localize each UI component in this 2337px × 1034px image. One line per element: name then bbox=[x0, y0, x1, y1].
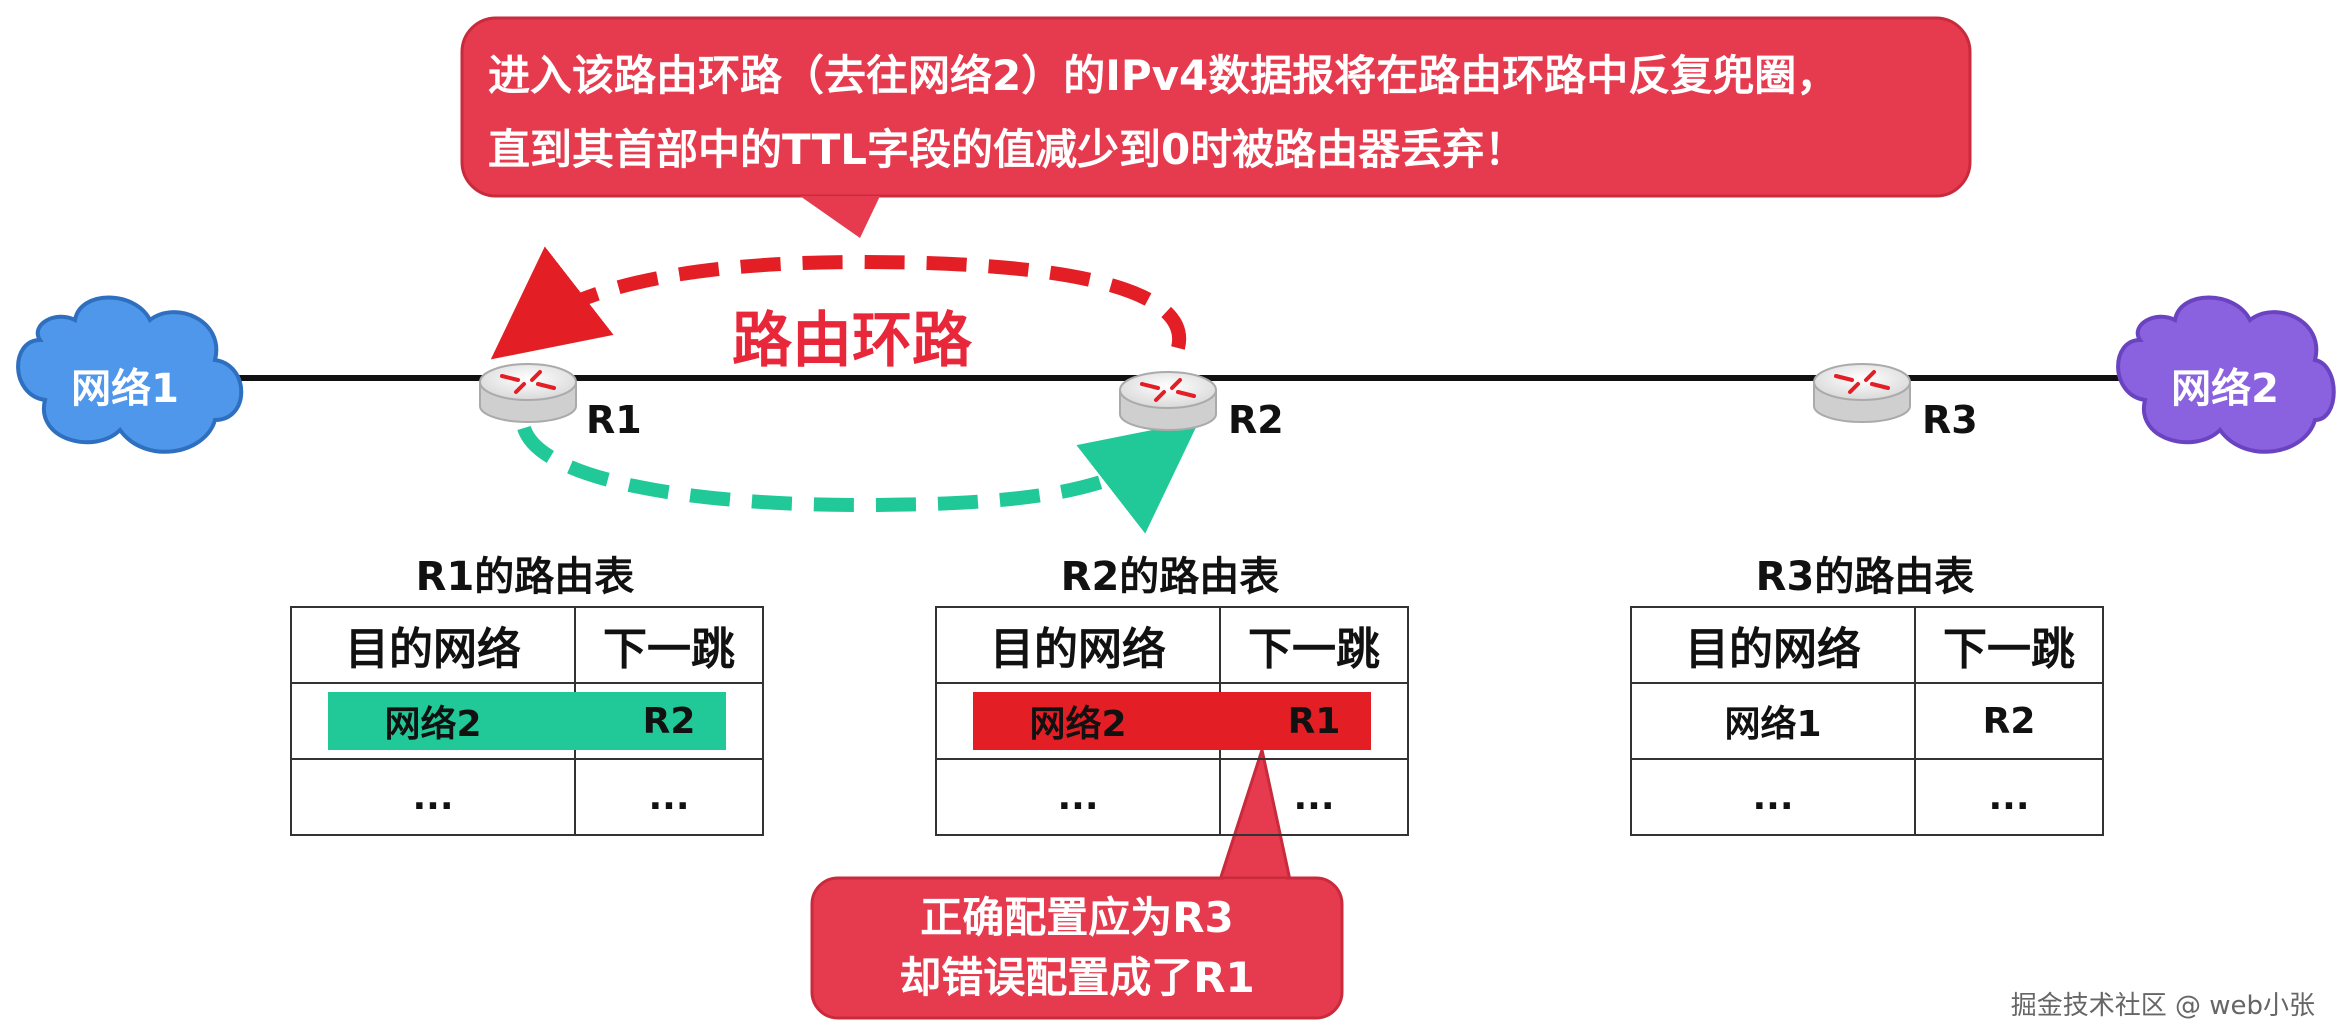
loop-arrow-red bbox=[490, 246, 1187, 360]
router-r3-label: R3 bbox=[1922, 398, 1978, 442]
table-row: ... ... bbox=[1630, 758, 2104, 836]
loop-arrow-green bbox=[517, 420, 1200, 534]
row-highlight bbox=[574, 692, 726, 750]
table-row: ... ... bbox=[935, 758, 1409, 836]
table-row: 网络2 R2 bbox=[290, 682, 764, 760]
table-header-cell: 目的网络 bbox=[1630, 606, 1916, 684]
callout-bottom-line2: 却错误配置成了R1 bbox=[899, 953, 1255, 1002]
table-cell: ... bbox=[935, 758, 1221, 836]
table-row: ... ... bbox=[290, 758, 764, 836]
table-title-r2: R2的路由表 bbox=[1060, 554, 1280, 600]
table-header-cell: 下一跳 bbox=[574, 606, 764, 684]
network2-label: 网络2 bbox=[2171, 366, 2279, 412]
routing-table-r3: 目的网络 下一跳 网络1 R2 ... ... bbox=[1630, 606, 2104, 836]
table-header-cell: 下一跳 bbox=[1914, 606, 2104, 684]
router-r2-label: R2 bbox=[1228, 398, 1284, 442]
table-cell: ... bbox=[290, 758, 576, 836]
table-cell: R2 bbox=[642, 700, 696, 742]
table-title-r1: R1的路由表 bbox=[415, 554, 635, 600]
table-row: 网络1 R2 bbox=[1630, 682, 2104, 760]
watermark: 掘金技术社区 @ web小张 bbox=[2010, 991, 2315, 1021]
table-cell: R1 bbox=[1287, 700, 1341, 742]
router-r1-label: R1 bbox=[586, 398, 642, 442]
table-cell: ... bbox=[574, 758, 764, 836]
table-cell: ... bbox=[1914, 758, 2104, 836]
callout-top-line1: 进入该路由环路（去往网络2）的IPv4数据报将在路由环路中反复兜圈， bbox=[488, 51, 1839, 100]
table-cell: ... bbox=[1630, 758, 1916, 836]
row-highlight bbox=[328, 692, 576, 750]
table-header-cell: 下一跳 bbox=[1219, 606, 1409, 684]
row-highlight bbox=[1219, 692, 1371, 750]
callout-top-line2: 直到其首部中的TTL字段的值减少到0时被路由器丢弃！ bbox=[488, 125, 1527, 174]
table-cell: 网络2 bbox=[384, 704, 482, 745]
top-callout-bubble bbox=[460, 16, 1972, 238]
table-header-cell: 目的网络 bbox=[290, 606, 576, 684]
table-cell: 网络2 bbox=[1029, 704, 1127, 745]
routing-loop-label: 路由环路 bbox=[732, 306, 972, 376]
cloud-icon bbox=[16, 295, 244, 454]
router-icon bbox=[1119, 371, 1217, 431]
table-title-r3: R3的路由表 bbox=[1755, 554, 1975, 600]
routing-table-r1: 目的网络 下一跳 网络2 R2 ... ... bbox=[290, 606, 764, 836]
cloud-icon bbox=[2116, 295, 2336, 454]
network1-label: 网络1 bbox=[71, 366, 179, 412]
table-cell: R2 bbox=[1914, 682, 2104, 760]
callout-bottom-line1: 正确配置应为R3 bbox=[920, 893, 1234, 942]
row-highlight bbox=[973, 692, 1221, 750]
table-row: 网络2 R1 bbox=[935, 682, 1409, 760]
table-header-cell: 目的网络 bbox=[935, 606, 1221, 684]
table-cell: ... bbox=[1219, 758, 1409, 836]
router-icon bbox=[479, 363, 577, 423]
router-icon bbox=[1813, 363, 1911, 423]
table-cell: 网络1 bbox=[1630, 682, 1916, 760]
routing-table-r2: 目的网络 下一跳 网络2 R1 ... ... bbox=[935, 606, 1409, 836]
